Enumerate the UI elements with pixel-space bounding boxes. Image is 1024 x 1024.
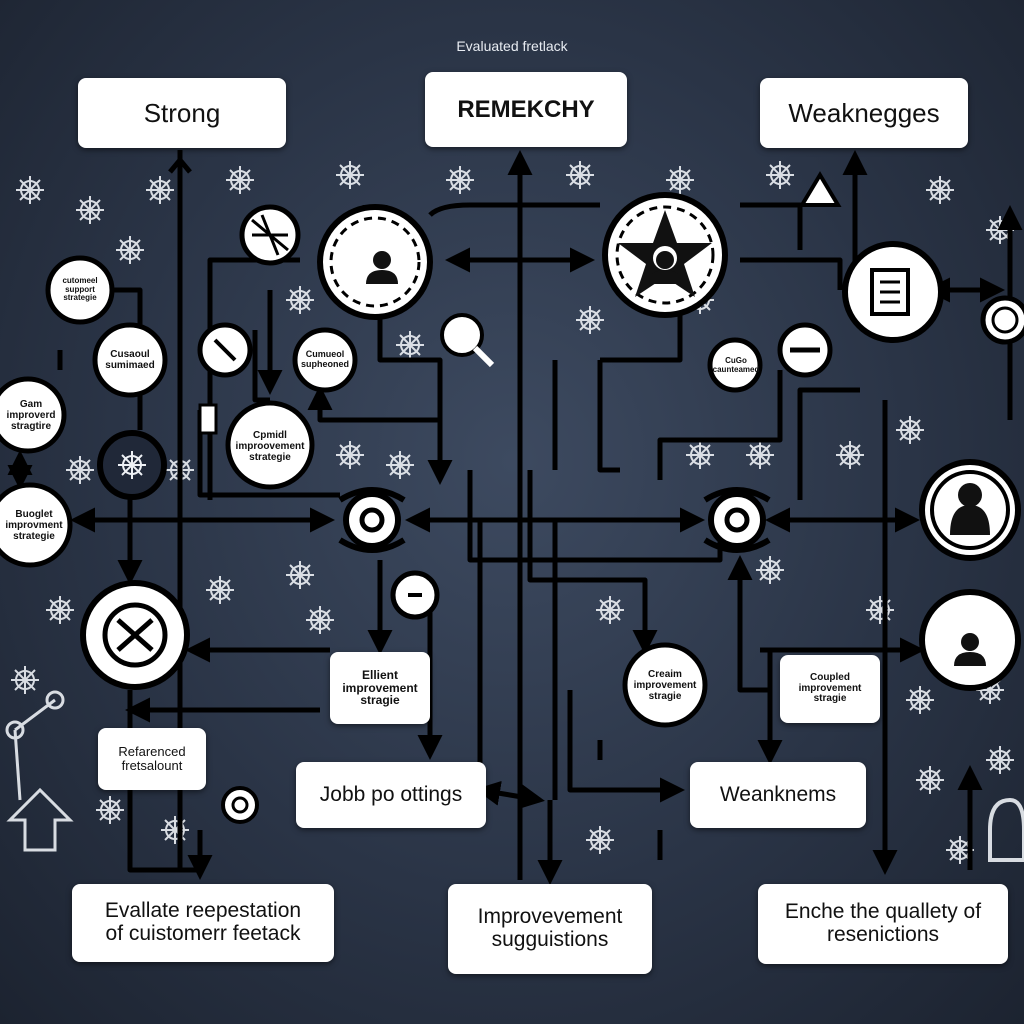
weaknesses-label: Weaknegges	[760, 78, 968, 148]
diagram-caption: Evaluated fretlack	[456, 38, 568, 54]
node-center-mid: Cpmidl improovement strategie	[235, 429, 305, 463]
enhance-label: Enche the quallety of resenictions	[758, 884, 1008, 964]
node-left-low: Buoglet improvment strategie	[5, 508, 63, 542]
node-right-top: CuGo caunteamed	[712, 356, 760, 374]
improvement-label: Improvevement sugguistions	[448, 884, 652, 974]
node-center-left: Cumueol supheoned	[300, 349, 349, 369]
node-left-top: cutomeel support strategie	[62, 275, 98, 303]
evaluate-label: Evallate reepestation of cuistomerr feet…	[72, 884, 334, 962]
referenced-label: Refarenced fretsalount	[98, 728, 206, 790]
efficient-strategy-label: Ellient improvement stragie	[330, 652, 430, 724]
hub-nodes	[97, 430, 771, 553]
node-left-mid: Cusaoul sumimaed	[105, 349, 155, 371]
remekchy-label: REMEKCHY	[425, 72, 627, 147]
node-dream: Creaim improvement stragie	[633, 668, 697, 702]
node-left-side: Gam improverd stragtire	[6, 398, 56, 432]
strong-label: Strong	[78, 78, 286, 148]
job-postings-label: Jobb po ottings	[296, 762, 486, 828]
coupled-strategy-label: Coupled improvement stragie	[780, 655, 880, 723]
circle-nodes	[0, 171, 1024, 824]
weaknesses-box-label: Weanknems	[690, 762, 866, 828]
